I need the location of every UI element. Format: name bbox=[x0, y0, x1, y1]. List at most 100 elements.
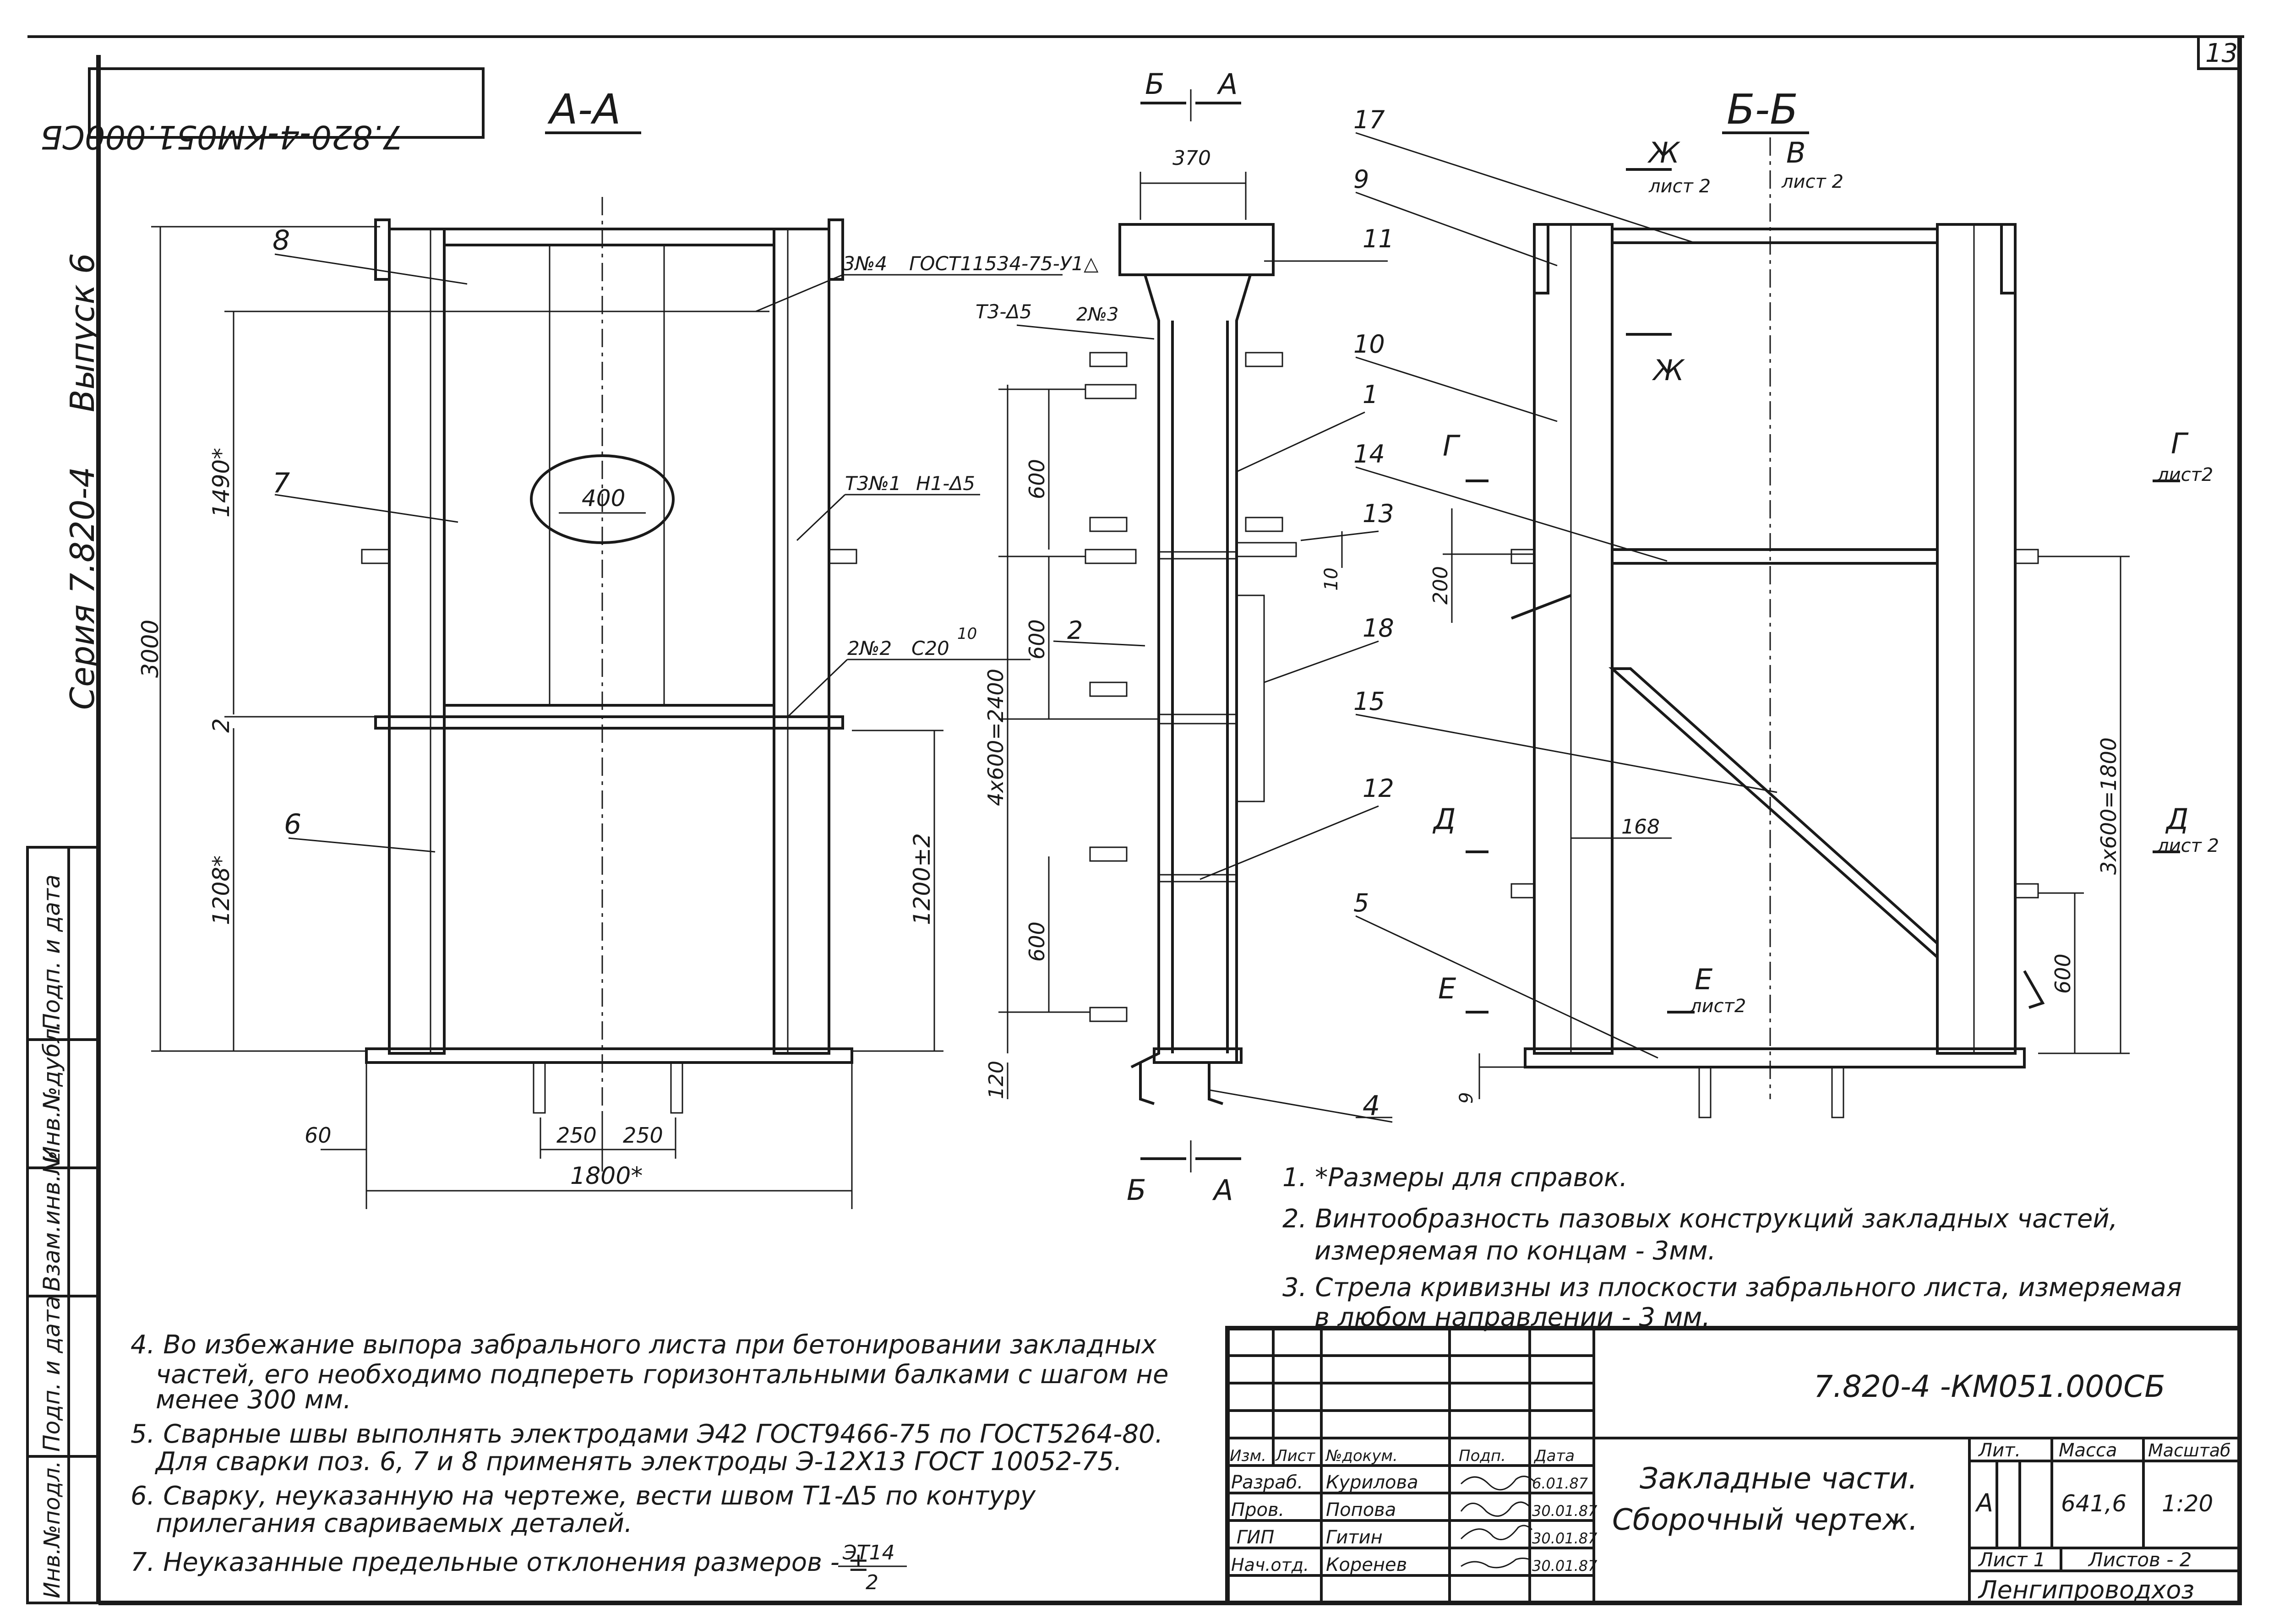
view-bb-title: Б-Б bbox=[1727, 86, 1798, 134]
note-4b: частей, его необходимо подпереть горизон… bbox=[156, 1360, 1168, 1390]
note-6b: прилегания свариваемых деталей. bbox=[156, 1509, 632, 1538]
bb-dim-lower: 600 bbox=[2050, 954, 2075, 994]
stamp-sign-date-2: Подп. и дата bbox=[38, 1296, 65, 1452]
callout-8: 8 bbox=[273, 224, 290, 256]
stamp-dup-inv: Инв.№дубл. bbox=[38, 1021, 65, 1163]
section-mark-top-b: Б bbox=[1145, 67, 1165, 101]
callout-12: 12 bbox=[1363, 774, 1394, 803]
lit-value: А bbox=[1975, 1488, 1993, 1517]
callout-15: 15 bbox=[1353, 687, 1385, 716]
sheet-label: Лист 1 bbox=[1978, 1548, 2046, 1571]
section-pitch-2: 600 bbox=[1025, 619, 1049, 659]
dim-stud-left: 250 bbox=[556, 1123, 597, 1148]
row-role-1: Разраб. bbox=[1231, 1472, 1303, 1493]
dim-stud-right: 250 bbox=[623, 1123, 663, 1148]
signature-marks bbox=[1460, 1476, 1535, 1569]
tolerance-den: 2 bbox=[866, 1571, 878, 1594]
section-mark-bottom-b: Б bbox=[1127, 1173, 1146, 1207]
note-5: 5. Сварные швы выполнять электродами Э42… bbox=[131, 1419, 1163, 1449]
callout-10: 10 bbox=[1353, 330, 1385, 359]
note-4: 4. Во избежание выпора забрального листа… bbox=[131, 1330, 1157, 1360]
hdr-scale: Масштаб bbox=[2148, 1440, 2231, 1461]
mark-e-right: Е bbox=[1695, 963, 1713, 996]
mark-g-right: Г bbox=[2171, 427, 2189, 460]
hdr-lit: Лит. bbox=[1978, 1440, 2021, 1461]
bb-dim-total: 3x600=1800 bbox=[2096, 737, 2121, 875]
mark-zh-1-ref: лист 2 bbox=[1648, 176, 1711, 197]
mark-d-right-ref: лист 2 bbox=[2157, 835, 2219, 856]
mark-e-left: Е bbox=[1438, 972, 1456, 1005]
weld-top-note: 3№4 bbox=[843, 252, 887, 275]
row-name-4: Коренев bbox=[1326, 1554, 1407, 1575]
mass-value: 641,6 bbox=[2061, 1490, 2126, 1517]
title-line-1: Закладные части. bbox=[1640, 1462, 1918, 1496]
scale-value: 1:20 bbox=[2162, 1490, 2213, 1517]
title-line-2: Сборочный чертеж. bbox=[1612, 1503, 1918, 1537]
hdr-doc: №докум. bbox=[1325, 1447, 1398, 1465]
section-dim-width: 370 bbox=[1172, 147, 1211, 170]
mark-v: В bbox=[1786, 136, 1806, 169]
rotated-doc-code: 7.820-4-КМ051.000СБ bbox=[40, 118, 403, 156]
callout-2: 2 bbox=[1067, 616, 1083, 645]
view-aa-drawing bbox=[151, 197, 1063, 1209]
row-date-1: 6.01.87 bbox=[1532, 1475, 1588, 1492]
mark-g-right-ref: лист2 bbox=[2157, 464, 2213, 485]
weld-mid-note: 2№2 bbox=[847, 637, 892, 659]
section-mark-bottom-a: А bbox=[1212, 1173, 1233, 1207]
hdr-mass: Масса bbox=[2059, 1440, 2117, 1461]
row-role-4: Нач.отд. bbox=[1231, 1555, 1309, 1575]
callout-14: 14 bbox=[1353, 440, 1385, 469]
row-name-1: Курилова bbox=[1326, 1472, 1418, 1493]
hole-dim: 400 bbox=[582, 485, 625, 512]
sheet-number: 13 bbox=[2205, 38, 2238, 68]
mark-e-right-ref: лист2 bbox=[1690, 996, 1746, 1017]
view-aa-title: А-А bbox=[547, 86, 621, 134]
row-date-2: 30.01.87 bbox=[1532, 1502, 1598, 1520]
dim-upper: 1490* bbox=[208, 448, 234, 518]
callout-18: 18 bbox=[1363, 614, 1394, 643]
note-5b: Для сварки поз. 6, 7 и 8 применять элект… bbox=[154, 1447, 1122, 1477]
row-name-2: Попова bbox=[1326, 1499, 1396, 1520]
dim-total-height: 3000 bbox=[137, 620, 164, 678]
weld-mid-code: С20 bbox=[911, 637, 949, 659]
dim-mid-gap: 2 bbox=[208, 718, 234, 733]
section-pitch-1: 600 bbox=[1025, 459, 1049, 499]
mark-g-left: Г bbox=[1443, 429, 1461, 463]
issue-label: Выпуск 6 bbox=[63, 253, 102, 412]
hdr-sign: Подп. bbox=[1459, 1447, 1506, 1465]
mark-zh-2: Ж bbox=[1652, 354, 1685, 387]
callout-7: 7 bbox=[273, 467, 290, 499]
callout-4: 4 bbox=[1363, 1090, 1380, 1122]
mark-d-left: Д bbox=[1432, 802, 1456, 836]
dim-width: 1800* bbox=[570, 1162, 643, 1190]
hdr-izm: Изм. bbox=[1230, 1447, 1266, 1465]
dim-lower: 1208* bbox=[208, 856, 234, 925]
mark-d-right: Д bbox=[2165, 802, 2188, 836]
weld-side-code: Н1-Δ5 bbox=[916, 472, 975, 495]
mark-v-ref: лист 2 bbox=[1781, 171, 1843, 192]
callout-11: 11 bbox=[1363, 224, 1394, 253]
gost-top-note: ГОСТ11534-75-У1△ bbox=[909, 252, 1099, 275]
title-block bbox=[1225, 1326, 2242, 1605]
callout-1: 1 bbox=[1363, 380, 1378, 409]
side-stamp bbox=[26, 846, 100, 1604]
note-2: 2. Винтообразность пазовых конструкций з… bbox=[1282, 1204, 2118, 1234]
bb-dim-brace: 200 bbox=[1429, 566, 1452, 605]
row-date-4: 30.01.87 bbox=[1532, 1557, 1598, 1575]
note-1: 1. *Размеры для справок. bbox=[1282, 1163, 1628, 1193]
note-2b: измеряемая по концам - 3мм. bbox=[1314, 1236, 1716, 1266]
row-date-3: 30.01.87 bbox=[1532, 1530, 1598, 1547]
section-dim-plate: 10 bbox=[1321, 567, 1342, 591]
mark-zh-1: Ж bbox=[1647, 136, 1680, 169]
callout-5: 5 bbox=[1353, 888, 1369, 917]
tolerance-num: ЭТ14 bbox=[842, 1541, 895, 1564]
note-4c: менее 300 мм. bbox=[156, 1385, 351, 1415]
hdr-list: Лист bbox=[1275, 1447, 1315, 1465]
weld-mid-size: 10 bbox=[957, 625, 977, 643]
callout-13: 13 bbox=[1363, 499, 1394, 528]
view-section-drawing bbox=[998, 89, 1393, 1172]
row-role-2: Пров. bbox=[1231, 1499, 1284, 1520]
callout-17: 17 bbox=[1353, 105, 1385, 134]
stamp-replace-inv: Взам.инв.№ bbox=[38, 1150, 65, 1292]
section-mark-top-a: А bbox=[1216, 67, 1238, 101]
